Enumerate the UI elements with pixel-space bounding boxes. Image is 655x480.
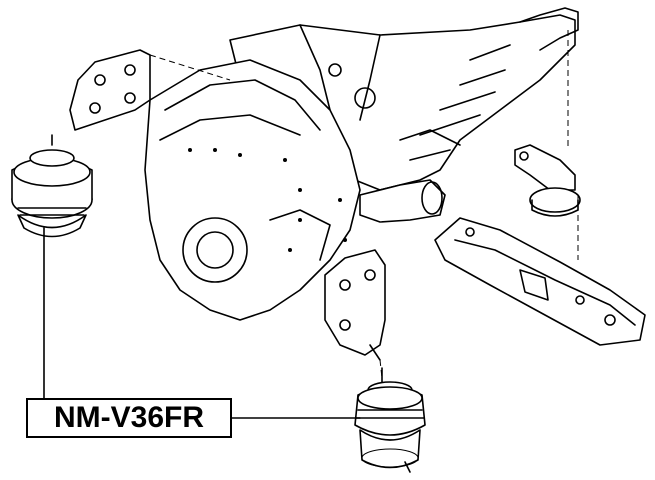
crossmember-illustration	[434, 217, 646, 346]
center-bracket-illustration	[324, 249, 386, 379]
right-bracket-illustration	[514, 30, 581, 260]
engine-block-illustration	[144, 59, 361, 321]
left-bracket-illustration	[69, 49, 231, 131]
part-number-label: NM-V36FR	[26, 398, 232, 438]
left-engine-mount-illustration	[11, 134, 93, 238]
callout-leader-lines	[43, 227, 361, 419]
lower-engine-mount-illustration	[354, 367, 426, 473]
exhaust-pipe-illustration	[359, 179, 446, 223]
